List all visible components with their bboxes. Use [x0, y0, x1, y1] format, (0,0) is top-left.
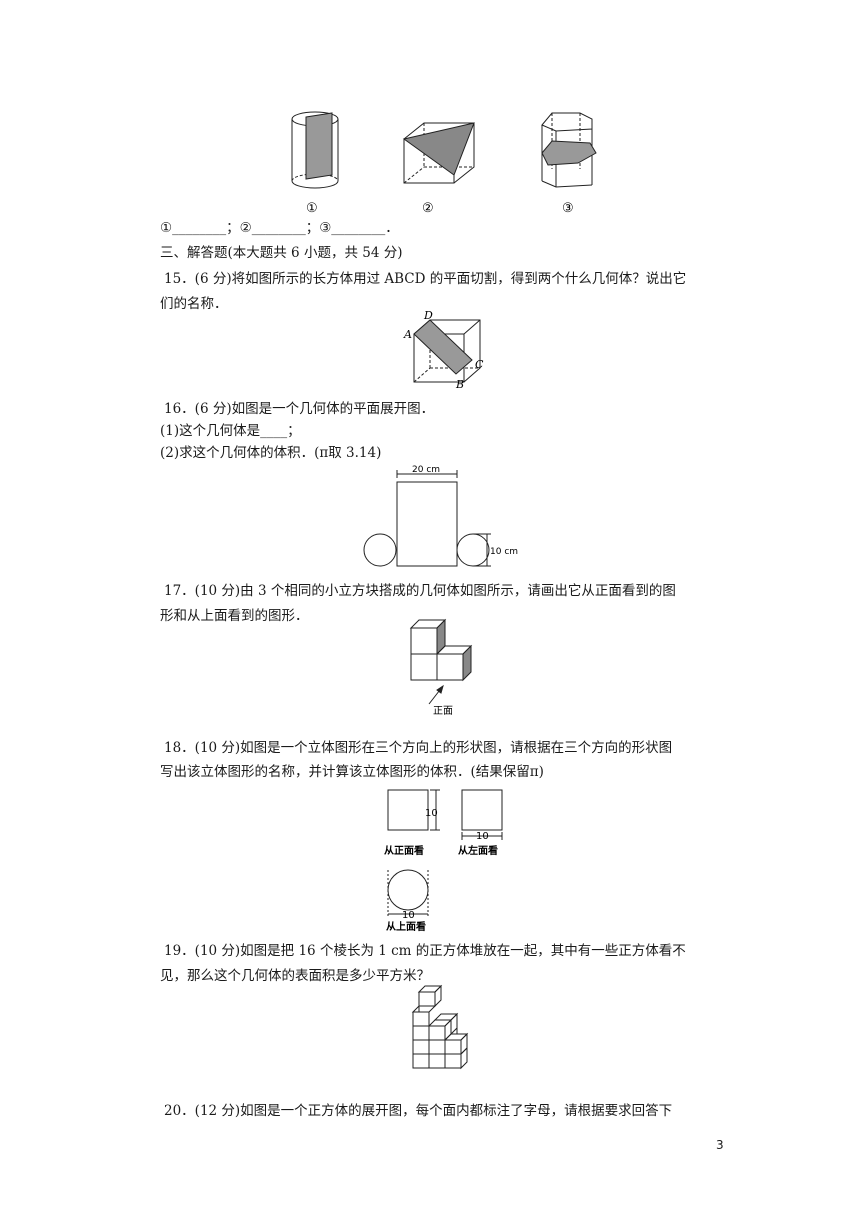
figure-label-1: ① [306, 201, 318, 216]
label-c: C [475, 358, 484, 371]
q16-cylinder-net-figure: 20 cm 10 cm [363, 465, 518, 567]
q18-line-1: 18．(10 分)如图是一个立体图形在三个方向上的形状图，请根据在三个方向的形状… [164, 740, 673, 756]
q17-line-1: 17．(10 分)由 3 个相同的小立方块搭成的几何体如图所示，请画出它从正面看… [164, 583, 676, 599]
label-b: B [455, 378, 464, 391]
cylinder-figure [291, 111, 339, 189]
q17-cubes-figure: 正面 [409, 618, 473, 717]
cube-cut-figure [402, 122, 475, 184]
q20-line-1: 20．(12 分)如图是一个正方体的展开图，每个面内都标注了字母，请根据要求回答… [164, 1103, 673, 1119]
q15-line-1: 15．(6 分)将如图所示的长方体用过 ABCD 的平面切割，得到两个什么几何体… [164, 271, 687, 287]
q19-stacked-cubes-figure [411, 984, 469, 1070]
label-d: D [423, 310, 433, 322]
q17-front-label: 正面 [433, 706, 453, 717]
q14-answer-line: ①________；②________；③________． [160, 220, 399, 236]
q19-line-2: 见，那么这个几何体的表面积是多少平方米？ [160, 968, 430, 984]
q18-left-dim: 10 [476, 831, 489, 842]
q16-width-label: 20 cm [412, 465, 440, 475]
q18-line-2: 写出该立体图形的名称，并计算该立体图形的体积．(结果保留π) [160, 764, 544, 780]
q19-line-1: 19．(10 分)如图是把 16 个棱长为 1 cm 的正方体堆放在一起，其中有… [164, 943, 686, 959]
figure-label-3: ③ [562, 201, 574, 216]
q18-left-view-label: 从左面看 [458, 844, 498, 857]
q18-top-view-label: 从上面看 [386, 920, 426, 933]
q16-line-1: 16．(6 分)如图是一个几何体的平面展开图． [164, 401, 435, 417]
q16-height-label: 10 cm [490, 547, 518, 557]
q18-front-dim: 10 [425, 808, 438, 819]
section-title: 三、解答题(本大题共 6 小题，共 54 分) [160, 245, 403, 261]
page-number: 3 [716, 1138, 724, 1152]
top-figures: ① ② ③ [291, 111, 597, 216]
q18-top-dim: 10 [402, 910, 415, 921]
q16-line-2: (1)这个几何体是____； [160, 423, 301, 439]
figure-label-2: ② [422, 201, 434, 216]
q18-three-views-figure: 10 10 10 从正面看 从左面看 从上面看 [384, 789, 503, 933]
hexagonal-prism-figure [541, 112, 597, 188]
q17-line-2: 形和从上面看到的图形． [160, 608, 309, 624]
label-a: A [403, 328, 412, 341]
q15-line-2: 们的名称． [160, 296, 228, 312]
q18-front-view-label: 从正面看 [384, 844, 424, 857]
q15-cuboid-figure: D A C B [403, 310, 484, 391]
q16-line-3: (2)求这个几何体的体积．(π取 3.14) [160, 445, 382, 461]
